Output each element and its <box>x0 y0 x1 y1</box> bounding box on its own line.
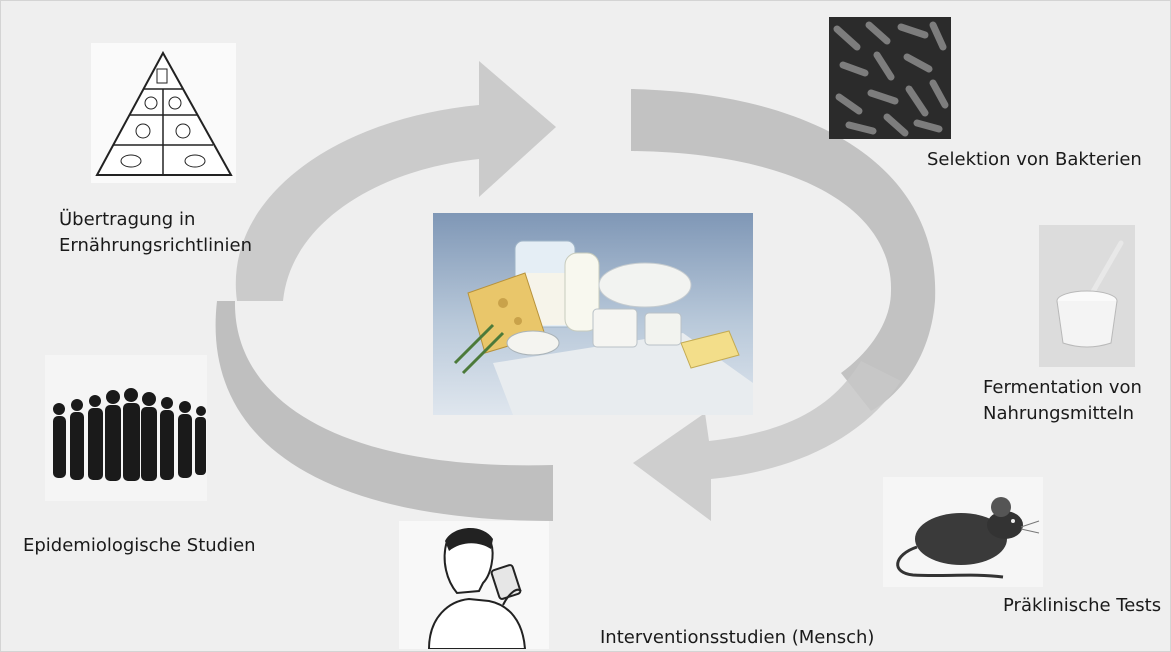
label-intervention: Interventionsstudien (Mensch) <box>600 625 874 651</box>
label-praeklinisch-line1: Präklinische Tests <box>1003 595 1162 616</box>
food-pyramid-icon <box>91 43 236 183</box>
arrow-top <box>235 61 557 301</box>
dairy-products-photo <box>433 213 753 415</box>
arrow-bottom <box>633 361 901 521</box>
label-praeklinisch: Präklinische Tests <box>1003 593 1161 619</box>
label-fermentation: Fermentation von Nahrungsmitteln <box>983 375 1142 427</box>
label-selektion-line1: Selektion von Bakterien <box>927 149 1142 170</box>
label-uebertragung: Übertragung in Ernährungsrichtlinien <box>59 207 252 259</box>
label-intervention-line1: Interventionsstudien (Mensch) <box>600 627 875 648</box>
arrow-right-arc <box>631 89 936 411</box>
label-fermentation-line1: Fermentation von <box>983 377 1142 398</box>
label-epidemiologie: Epidemiologische Studien <box>23 533 256 559</box>
arrow-left-arc <box>215 301 553 521</box>
label-fermentation-line2: Nahrungsmitteln <box>983 403 1135 424</box>
label-selektion: Selektion von Bakterien <box>927 147 1142 173</box>
person-drinking-icon <box>399 521 549 649</box>
mouse-icon <box>883 477 1043 587</box>
label-epidemiologie-line1: Epidemiologische Studien <box>23 535 256 556</box>
crowd-silhouette-icon <box>45 355 207 501</box>
label-uebertragung-line2: Ernährungsrichtlinien <box>59 235 252 256</box>
bacteria-micrograph-icon <box>829 17 951 139</box>
yogurt-cup-icon <box>1039 225 1135 367</box>
label-uebertragung-line1: Übertragung in <box>59 209 196 230</box>
